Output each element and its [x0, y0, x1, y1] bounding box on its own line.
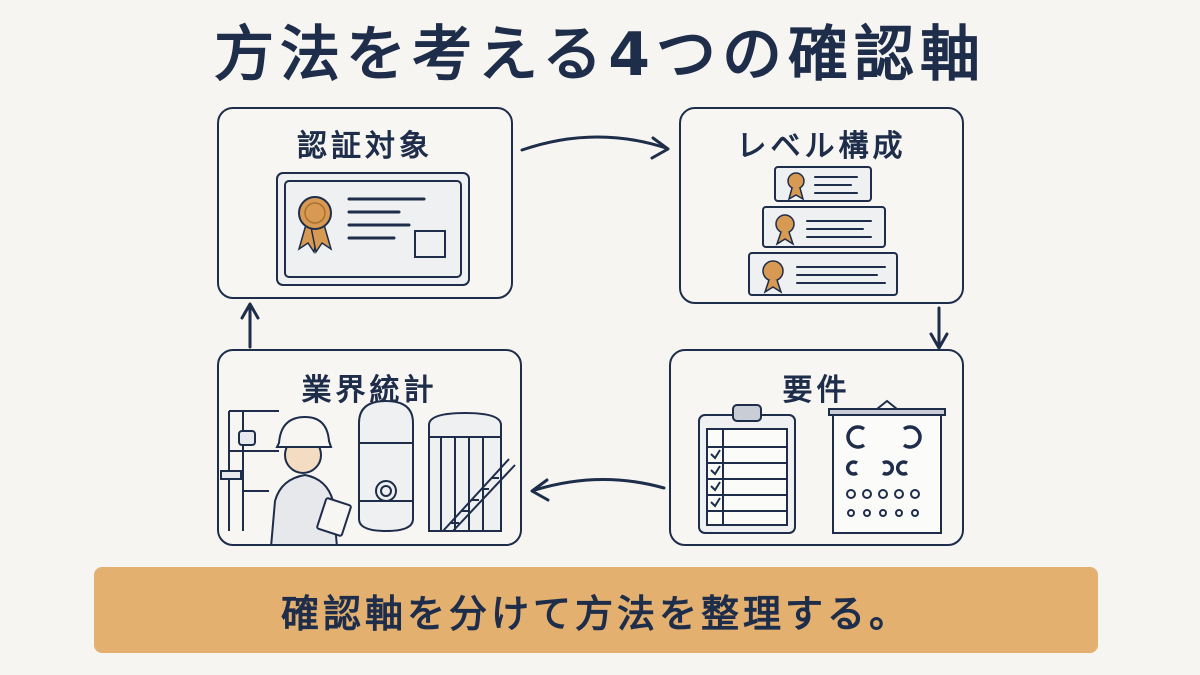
- hard-hat-icon: [275, 415, 333, 448]
- card-requirements: 要件: [669, 349, 964, 546]
- summary-banner: 確認軸を分けて方法を整理する。: [94, 567, 1098, 653]
- worker-icon: [270, 415, 352, 544]
- arrowhead-requirements-to-statistics: [530, 478, 550, 502]
- level-stack-illustration: [748, 166, 898, 296]
- card-industry-statistics: 業界統計: [217, 349, 522, 546]
- medal-icon: [297, 196, 333, 254]
- arrowhead-levels-to-requirements: [929, 332, 949, 350]
- stamp-box-icon: [414, 230, 446, 258]
- eye-chart-icon: [828, 399, 946, 534]
- arrowhead-target-to-levels: [650, 136, 670, 160]
- level-medals-icon: [762, 172, 805, 294]
- card-title-target: 認証対象: [297, 129, 433, 164]
- industrial-plant-illustration: [220, 399, 516, 544]
- card-level-structure: レベル構成: [679, 107, 964, 304]
- card-title-requirements: 要件: [782, 373, 851, 408]
- page-title: 方法を考える4つの確認軸: [214, 20, 986, 90]
- card-title-levels: レベル構成: [736, 129, 907, 164]
- arrowhead-statistics-to-target: [240, 302, 260, 320]
- card-certification-target: 認証対象: [217, 107, 513, 299]
- requirements-illustration: [698, 399, 946, 534]
- card-title-statistics: 業界統計: [301, 373, 438, 408]
- text-lines-icon: [347, 197, 426, 240]
- arrow-requirements-to-statistics: [533, 478, 666, 492]
- clipboard-icon: [316, 497, 352, 537]
- checklist-clipboard-icon: [698, 404, 796, 534]
- certificate-illustration: [276, 172, 470, 286]
- arrow-target-to-levels: [520, 135, 668, 152]
- summary-banner-text: 確認軸を分けて方法を整理する。: [280, 591, 911, 636]
